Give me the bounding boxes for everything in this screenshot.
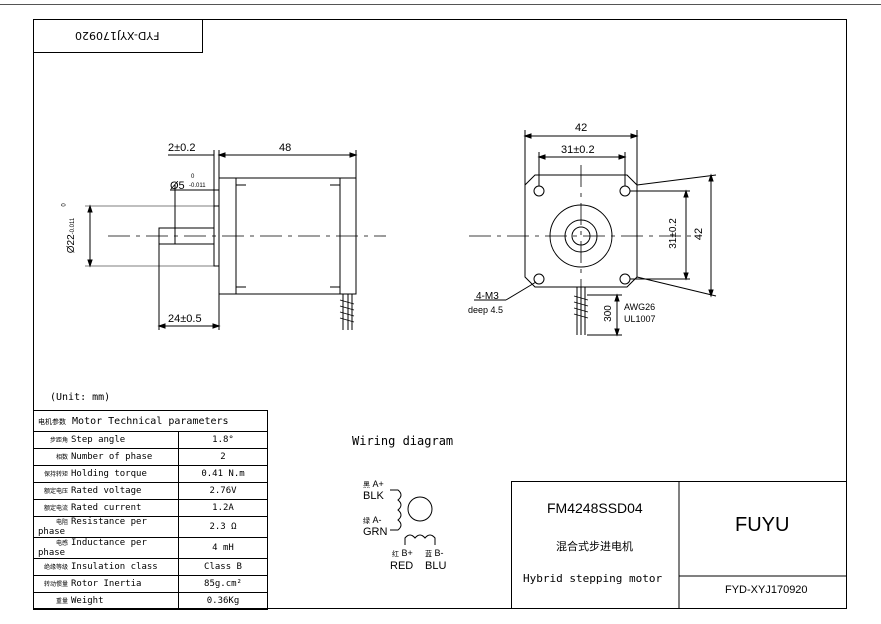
unit-label: (Unit: mm) xyxy=(50,392,111,403)
row-label: Rotor Inertia xyxy=(71,579,142,589)
wire-a-minus-color: GRN xyxy=(363,526,388,538)
wire-type: UL1007 xyxy=(624,314,656,324)
wire-b-minus-cn: 蓝 xyxy=(425,551,432,558)
brand-name: FUYU xyxy=(735,514,790,536)
row-label-cn: 保持转矩 xyxy=(43,471,68,478)
row-value: 85g.cm² xyxy=(178,575,268,593)
row-value: 0.36Kg xyxy=(178,592,268,610)
mount-depth: deep 4.5 xyxy=(468,305,504,315)
row-value: Class B xyxy=(178,558,268,576)
wire-b-minus-pin: B- xyxy=(434,548,444,558)
motor-name-en: Hybrid stepping motor xyxy=(523,572,663,585)
side-view xyxy=(85,150,386,330)
wire-a-plus-color: BLK xyxy=(363,490,384,502)
coil-b xyxy=(404,534,436,545)
row-label-cn: 转动惯量 xyxy=(43,581,68,588)
flipped-drawing-number-box: FYD-XYJ170920 xyxy=(33,19,203,53)
row-label-cn: 步距角 xyxy=(49,437,68,444)
row-label: Number of phase xyxy=(71,452,153,462)
dim-shaft-tol-upper: 0 xyxy=(191,174,195,180)
row-label-cn: 电阻 xyxy=(55,519,68,526)
mount-thread: 4-M3 xyxy=(476,291,499,302)
title-block xyxy=(511,481,847,609)
table-title-cn: 电机参数 xyxy=(38,417,66,426)
wire-a-plus: 黑 A+ xyxy=(363,479,384,490)
row-label-cn: 相数 xyxy=(55,454,68,461)
dim-body-length: 48 xyxy=(279,142,292,154)
drawing-number: FYD-XYJ170920 xyxy=(725,584,808,596)
row-label: Inductance per phase xyxy=(38,538,147,558)
wire-b-plus: 红 B+ xyxy=(392,548,413,559)
wire-a-minus: 绿 A- xyxy=(363,515,382,526)
row-value: 4 mH xyxy=(178,537,268,559)
dim-shaft-dia: Ø5 xyxy=(170,180,185,192)
row-label-cn: 绝缘等级 xyxy=(43,564,68,571)
row-label-cn: 额定电压 xyxy=(43,488,68,495)
row-label: Rated current xyxy=(71,503,142,513)
row-label: Rated voltage xyxy=(71,486,142,496)
dim-boss-dia: Ø22-0.011 xyxy=(66,218,77,253)
lead-length: 300 xyxy=(602,305,614,322)
motor-name-cn: 混合式步进电机 xyxy=(556,541,633,553)
front-view xyxy=(469,130,717,337)
table-header: 电机参数 Motor Technical parameters xyxy=(33,410,268,432)
dim-boss-tol-lower: -0.011 xyxy=(70,217,77,235)
row-label-cn: 重量 xyxy=(55,598,68,605)
wire-b-plus-color: RED xyxy=(390,560,414,572)
dim-flange-height: 42 xyxy=(693,227,706,241)
row-label: Insulation class xyxy=(71,562,158,572)
row-label: Step angle xyxy=(71,435,126,445)
coil-a xyxy=(390,489,402,531)
page-top-border xyxy=(0,4,881,5)
row-value: 1.2A xyxy=(178,499,268,517)
wire-gauge: AWG26 xyxy=(624,302,656,312)
wire-a-minus-cn: 绿 xyxy=(363,518,370,525)
row-label: Holding torque xyxy=(71,469,147,479)
dim-shaft-step: 2±0.2 xyxy=(168,142,196,154)
row-value: 0.41 N.m xyxy=(178,465,268,483)
row-label: Weight xyxy=(71,596,104,606)
wire-a-plus-pin: A+ xyxy=(372,479,384,489)
wiring-diagram-title: Wiring diagram xyxy=(352,434,454,448)
dim-flange-width: 42 xyxy=(575,122,588,134)
dim-hole-spacing-h: 31±0.2 xyxy=(561,144,595,156)
dim-hole-spacing-v: 31±0.2 xyxy=(667,218,679,249)
wiring-diagram-graphic xyxy=(390,489,436,545)
row-value: 1.8° xyxy=(178,431,268,449)
wire-b-minus-color: BLU xyxy=(425,560,447,572)
wire-a-minus-pin: A- xyxy=(372,515,382,525)
wire-b-minus: 蓝 B- xyxy=(425,548,444,559)
row-label-cn: 额定电流 xyxy=(43,505,68,512)
dim-shaft-length: 24±0.5 xyxy=(168,313,202,325)
wire-b-plus-pin: B+ xyxy=(401,548,413,558)
dim-boss-tol-upper: 0 xyxy=(61,203,68,207)
dim-shaft-tol-lower: -0.011 xyxy=(189,183,206,189)
drawing-frame xyxy=(33,19,847,609)
row-label: Resistance per phase xyxy=(38,517,147,537)
row-value: 2 xyxy=(178,448,268,466)
table-title: Motor Technical parameters xyxy=(72,415,229,427)
row-value: 2.3 Ω xyxy=(178,516,268,538)
model-number: FM4248SSD04 xyxy=(547,500,643,516)
wire-b-plus-cn: 红 xyxy=(392,551,399,558)
dim-boss-dia-value: Ø22 xyxy=(66,234,78,254)
wire-a-plus-cn: 黑 xyxy=(363,482,370,489)
row-value: 2.76V xyxy=(178,482,268,500)
flange-outline xyxy=(524,174,638,288)
row-label-cn: 电感 xyxy=(55,540,68,547)
